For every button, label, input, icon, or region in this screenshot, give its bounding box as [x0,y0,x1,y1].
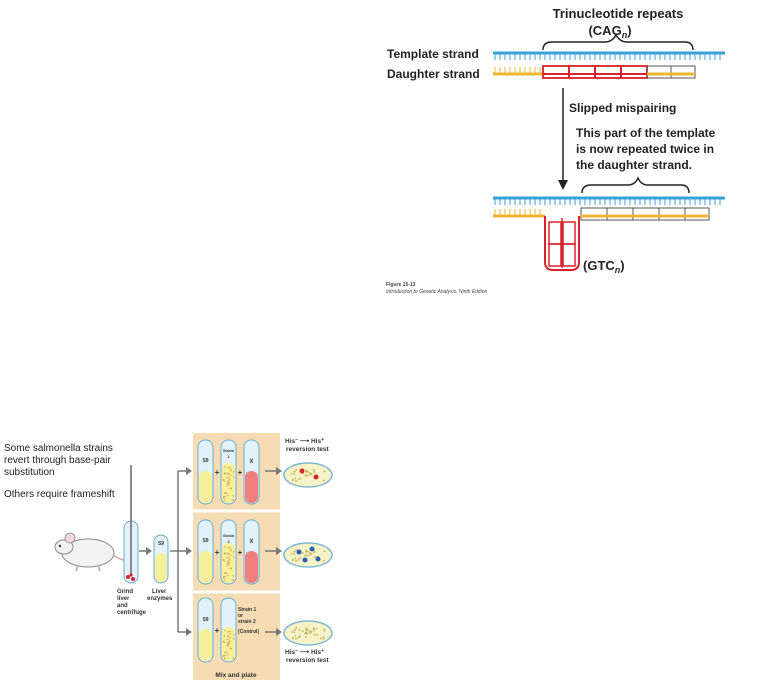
out-arrow-head-2 [276,547,282,555]
slipped-loop [544,216,580,271]
description-line-1: Some salmonella strains [4,443,113,454]
row2-tubes: S9 + Strain 2 + X [197,519,260,585]
row1-tubes: S9 + Strain 1 + X [197,439,260,505]
arrow-head-2 [186,547,192,555]
daughter-strand-label: Daughter strand [387,67,480,81]
reversion-test-bottom: reversion test [286,657,329,664]
arrow-head-3 [186,628,192,636]
liver-enzyme-tube: S9 [153,534,169,584]
figure-source: Introduction to Genetic Analysis, Ninth … [386,289,487,295]
note-line-1: This part of the template [576,126,716,140]
svg-text:X: X [249,539,253,545]
svg-text:S9: S9 [202,458,208,464]
figure-number: Figure 15-13 [386,282,416,288]
his-label-top: His− ⟶ His+ [285,437,324,445]
his-label-bottom: His− ⟶ His+ [285,648,324,656]
repeat-brace [542,33,694,51]
grind-tube [123,465,139,584]
svg-text:S9: S9 [202,538,208,544]
daughter-strand-bottom [493,207,710,221]
svg-text:Strain: Strain [223,533,235,538]
arrow-head-1 [186,467,192,475]
reversion-test-top: reversion test [286,446,329,453]
svg-text:S9: S9 [158,541,164,547]
liver-label-1: Liver [152,589,167,595]
branch-arrows [170,470,188,633]
svg-text:strain 2: strain 2 [238,619,256,625]
template-strand-label: Template strand [387,47,479,61]
svg-text:or: or [238,613,243,619]
cag-repeat-label: (CAGn) [588,23,631,40]
arrow-to-liver-icon [139,547,152,555]
mix-and-plate-label: Mix and plate [215,672,257,679]
gtc-loop-label: (GTCn) [583,258,625,275]
template-strand-bottom [493,196,725,205]
slipped-mispairing-label: Slipped mispairing [569,101,676,115]
slipped-mispairing-diagram: Trinucleotide repeats (CAGn) Template st… [386,6,725,295]
petri-dish-2 [283,542,333,568]
bacteria-dots [222,466,235,660]
note-line-2: is now repeated twice in [576,142,714,156]
petri-dish-1 [283,462,333,488]
svg-text:X: X [249,459,253,465]
ames-test-diagram: Some salmonella strains revert through b… [4,433,333,680]
svg-text:+: + [238,468,243,477]
svg-text:Strain: Strain [223,448,235,453]
out-arrow-head-1 [276,467,282,475]
description-line-2: revert through base-pair [4,455,111,466]
note-line-3: the daughter strand. [576,158,692,172]
template-strand-top [493,51,725,60]
liver-label-2: enzymes [147,596,173,602]
svg-text:Strain 1: Strain 1 [238,607,257,613]
description-line-4: Others require frameshift [4,489,115,500]
svg-text:+: + [238,548,243,557]
down-arrow-icon [558,88,568,190]
svg-text:+: + [215,548,220,557]
trinucleotide-title: Trinucleotide repeats [553,6,684,21]
grind-label-2: liver [117,596,130,602]
svg-text:1: 1 [227,454,230,459]
grind-label-3: and [117,603,128,609]
svg-text:(Control): (Control) [238,629,259,635]
svg-text:+: + [215,626,220,635]
grind-label-4: centrifuge [117,610,147,616]
daughter-strand-top [493,65,696,79]
mouse-icon [54,532,136,572]
svg-text:S9: S9 [202,617,208,623]
svg-text:2: 2 [227,539,230,544]
output-arrows [265,470,278,633]
petri-dish-3 [283,620,333,646]
grind-label-1: Grind [117,589,133,595]
svg-text:+: + [215,468,220,477]
repeat-brace-lower [581,176,690,194]
out-arrow-head-3 [276,628,282,636]
description-line-3: substitution [4,467,55,478]
